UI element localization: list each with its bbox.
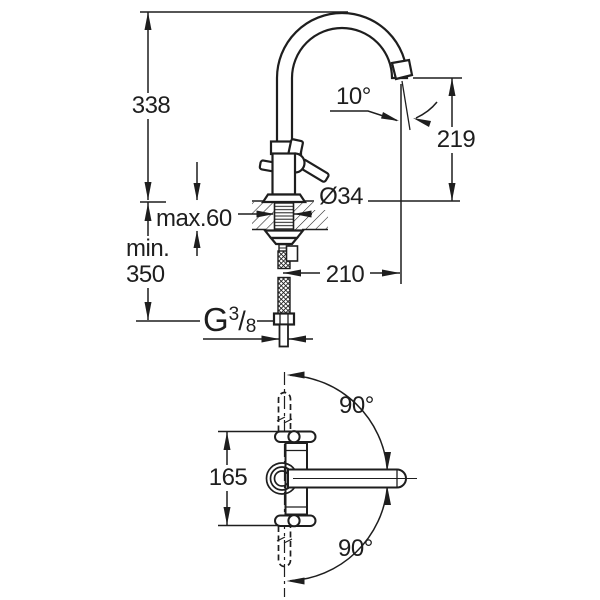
front-dimension-lines	[136, 11, 462, 340]
faucet-top	[265, 430, 417, 528]
front-view	[136, 11, 462, 348]
thread-g: G	[203, 301, 229, 338]
outlet-height-dimension-label: 219	[430, 127, 482, 153]
spout-nozzle	[390, 58, 414, 81]
mounting-nut	[262, 229, 306, 240]
supply-hose-lower	[277, 276, 291, 315]
handle-span-dimension-label: 165	[204, 465, 252, 491]
thread-denominator: 8	[245, 316, 257, 337]
front-arrowheads	[144, 12, 456, 343]
min-clearance-value: 350	[126, 261, 165, 288]
min-clearance-word: min.	[126, 235, 170, 262]
pipe-break-marks	[276, 416, 293, 544]
thread-slash: /	[238, 306, 246, 336]
handle-hub-top	[287, 430, 301, 444]
connection-tube	[278, 323, 289, 348]
mounting-nut-tier2	[268, 236, 300, 246]
hose-fitting	[285, 245, 299, 262]
outlet-angle-label: 10°	[336, 83, 371, 110]
swivel-angle-upper-label: 90°	[339, 392, 374, 419]
faucet-front	[258, 11, 414, 348]
top-arrowheads	[223, 371, 391, 585]
hole-diameter-label: Ø34	[314, 184, 368, 210]
max-deck-thickness-label: max.60	[156, 205, 232, 232]
spout-alternate-position	[277, 391, 292, 568]
g38-union-nut	[272, 312, 296, 326]
handle-hub-bottom	[287, 514, 301, 528]
gooseneck-spout	[275, 11, 409, 145]
valve-body	[271, 152, 297, 196]
thread-size-label: G 3 / 8	[203, 303, 256, 336]
thread-numerator: 3	[228, 304, 240, 325]
threaded-shank	[273, 201, 295, 231]
spout-reach-dimension-label: 210	[320, 262, 370, 288]
top-view	[218, 371, 417, 597]
base-escutcheon	[260, 193, 308, 204]
spout-height-dimension-label: 338	[127, 93, 175, 119]
swivel-angle-lower-label: 90°	[338, 535, 373, 562]
